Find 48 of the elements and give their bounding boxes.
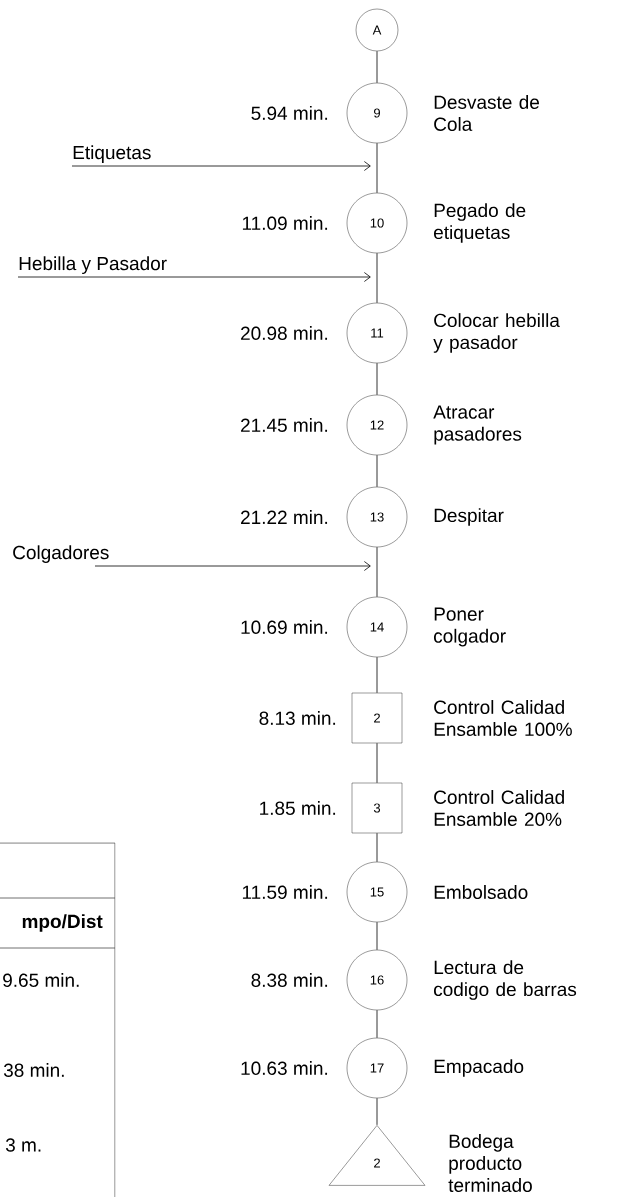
step-description: Bodega producto terminado (448, 1134, 532, 1192)
time-label: 10.63 min. (241, 1061, 328, 1075)
input-arrow (71, 161, 371, 171)
step-description: Despitar (434, 508, 504, 526)
time-label: 21.22 min. (241, 510, 328, 524)
connector-line (376, 1097, 378, 1126)
time-label: 11.59 min. (242, 885, 328, 899)
table-cell: 3 m. (5, 1138, 41, 1152)
table-cell: 9.65 min. (3, 973, 79, 987)
connector-line (376, 1009, 378, 1039)
table-header: mpo/Dist (22, 914, 103, 932)
time-label: 10.69 min. (241, 620, 328, 634)
step-description: Poner colgador (434, 607, 506, 647)
connector-line (376, 546, 378, 598)
input-label: Etiquetas (73, 145, 151, 163)
time-label: 1.85 min. (260, 801, 336, 815)
time-label: 8.13 min. (259, 711, 336, 725)
step-description: Colocar hebilla y pasador (433, 313, 560, 353)
connector-line (376, 921, 378, 951)
step-description: Embolsado (434, 885, 528, 899)
time-label: 11.09 min. (242, 216, 328, 230)
time-label: 21.45 min. (241, 418, 328, 432)
step-description: Control Calidad Ensamble 100% (434, 700, 572, 736)
connector-line (376, 142, 378, 194)
connector-line (376, 50, 378, 84)
input-arrow (94, 561, 371, 571)
time-label: 8.38 min. (251, 973, 328, 987)
step-description: Pegado de etiquetas (434, 203, 526, 243)
input-label: Colgadores (13, 545, 109, 563)
input-label: Hebilla y Pasador (19, 256, 167, 274)
time-label: 20.98 min. (241, 326, 328, 340)
connector-line (376, 252, 378, 304)
connector-line (376, 454, 378, 488)
step-description: Empacado (434, 1059, 524, 1077)
connector-line (376, 362, 378, 396)
inspection-square: 3 (351, 782, 403, 834)
inspection-square: 2 (351, 692, 403, 744)
step-description: Desvaste de Cola (434, 95, 539, 131)
connector-line (376, 656, 378, 694)
step-description: Control Calidad Ensamble 20% (434, 790, 564, 826)
input-arrow (17, 272, 371, 282)
step-description: Lectura de codigo de barras (434, 960, 577, 1000)
storage-triangle: 2 (328, 1125, 426, 1186)
connector-line (376, 832, 378, 863)
time-label: 5.94 min. (251, 106, 328, 120)
connector-line (376, 742, 378, 784)
table-cell: 38 min. (3, 1063, 64, 1077)
step-description: Atracar pasadores (433, 405, 522, 445)
